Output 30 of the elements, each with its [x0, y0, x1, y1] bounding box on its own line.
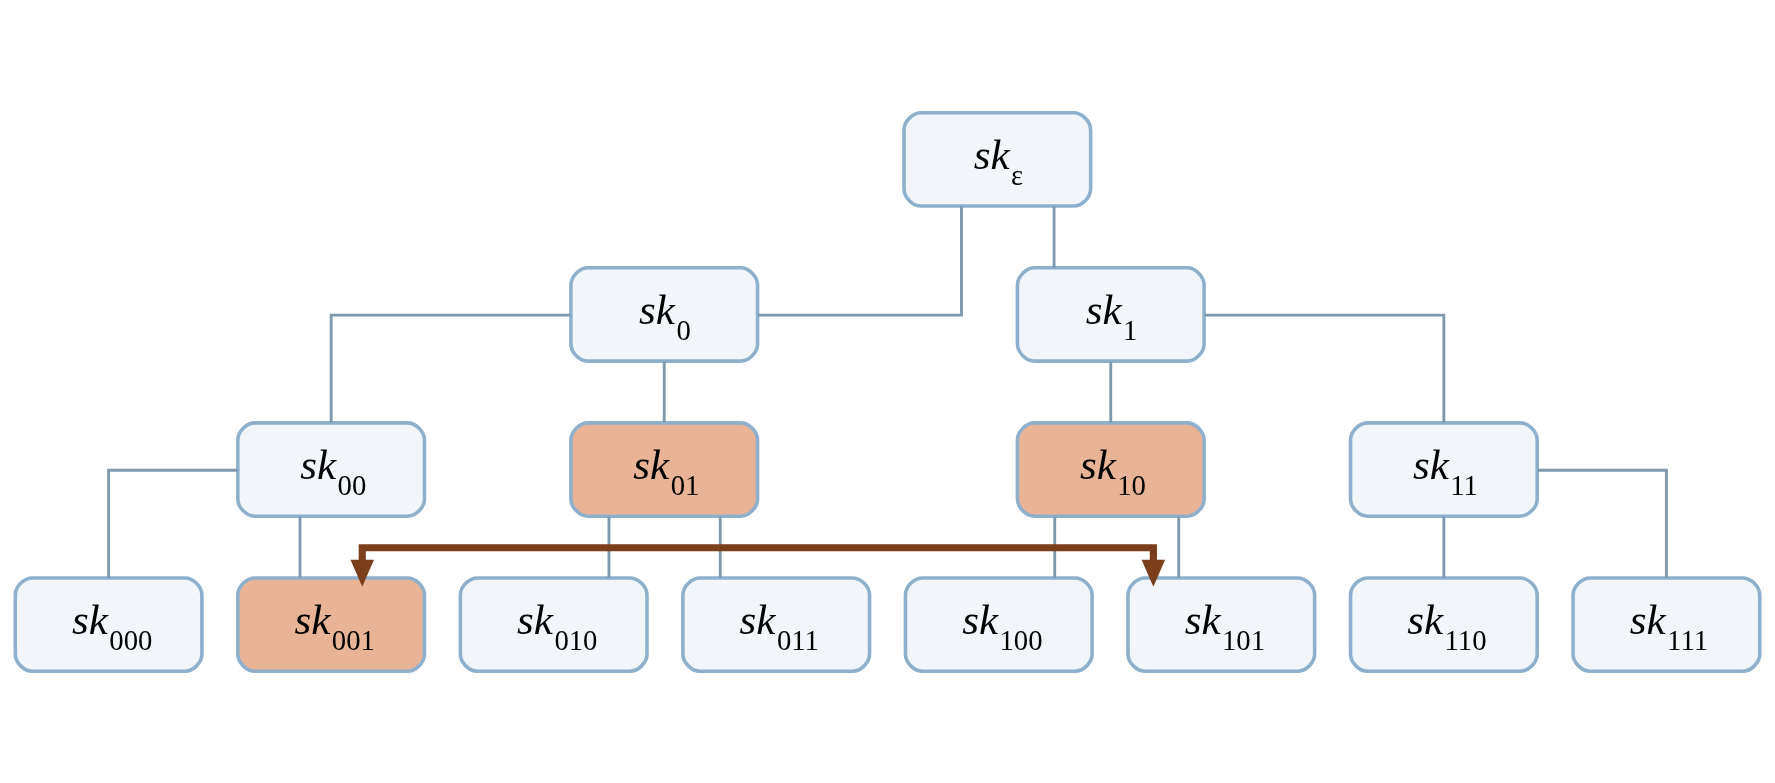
connector: [1109, 360, 1113, 423]
node-box: sk$_{1}$: [1015, 265, 1206, 363]
connector: [107, 468, 238, 578]
connector: [718, 516, 722, 578]
node-box: sk$_{010}$: [458, 575, 649, 673]
connector: [298, 516, 302, 578]
connector: [662, 360, 666, 423]
node-box: sk$_{0}$: [569, 265, 760, 363]
connector: [1053, 516, 1057, 578]
connector: [757, 205, 963, 317]
node-box: sk$_{11}$: [1348, 420, 1539, 518]
arrow: [350, 543, 1166, 587]
node-box: sk$_{ε}$: [902, 110, 1093, 208]
connector: [1442, 516, 1446, 578]
node-box: sk$_{00}$: [236, 420, 427, 518]
node-box: sk$_{001}$: [236, 575, 427, 673]
node-box: sk$_{011}$: [681, 575, 872, 673]
node-box: sk$_{110}$: [1348, 575, 1539, 673]
connector: [1204, 313, 1446, 423]
node-box: sk$_{101}$: [1126, 575, 1317, 673]
node-box: sk$_{111}$: [1571, 575, 1762, 673]
connector: [1177, 516, 1181, 578]
node-box: sk$_{10}$: [1015, 420, 1206, 518]
node-box: sk$_{000}$: [13, 575, 204, 673]
connector: [1052, 205, 1056, 268]
node-box: sk$_{01}$: [569, 420, 760, 518]
connector: [329, 313, 571, 423]
connector: [1537, 468, 1668, 578]
node-box: sk$_{100}$: [903, 575, 1094, 673]
connector: [607, 516, 611, 578]
